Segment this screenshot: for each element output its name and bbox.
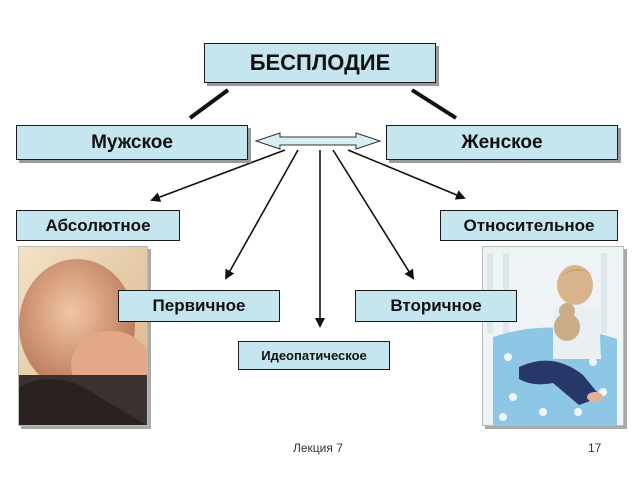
right-photo [482,246,624,426]
man-holding-head-photo [19,247,147,425]
absolute-node: Абсолютное [16,210,180,241]
girl-with-teddy-bear-photo [483,247,623,425]
arrow-to-primary [225,149,299,280]
female-node: Женское [386,125,618,160]
left-photo [18,246,148,426]
arrow-to-absolute [150,149,286,202]
secondary-node: Вторичное [355,290,517,322]
primary-node: Первичное [118,290,280,322]
root-to-male-connector [188,88,230,120]
root-to-female-connector [410,88,458,120]
male-node: Мужское [16,125,248,160]
double-arrow-icon [254,132,382,150]
root-node: БЕСПЛОДИЕ [204,43,436,83]
relative-node: Относительное [440,210,618,241]
arrow-to-secondary [332,149,415,280]
page-number: 17 [588,441,602,455]
lecture-label: Лекция 7 [293,441,343,455]
idiopathic-node: Идеопатическое [238,341,390,370]
arrow-to-relative [347,149,466,200]
